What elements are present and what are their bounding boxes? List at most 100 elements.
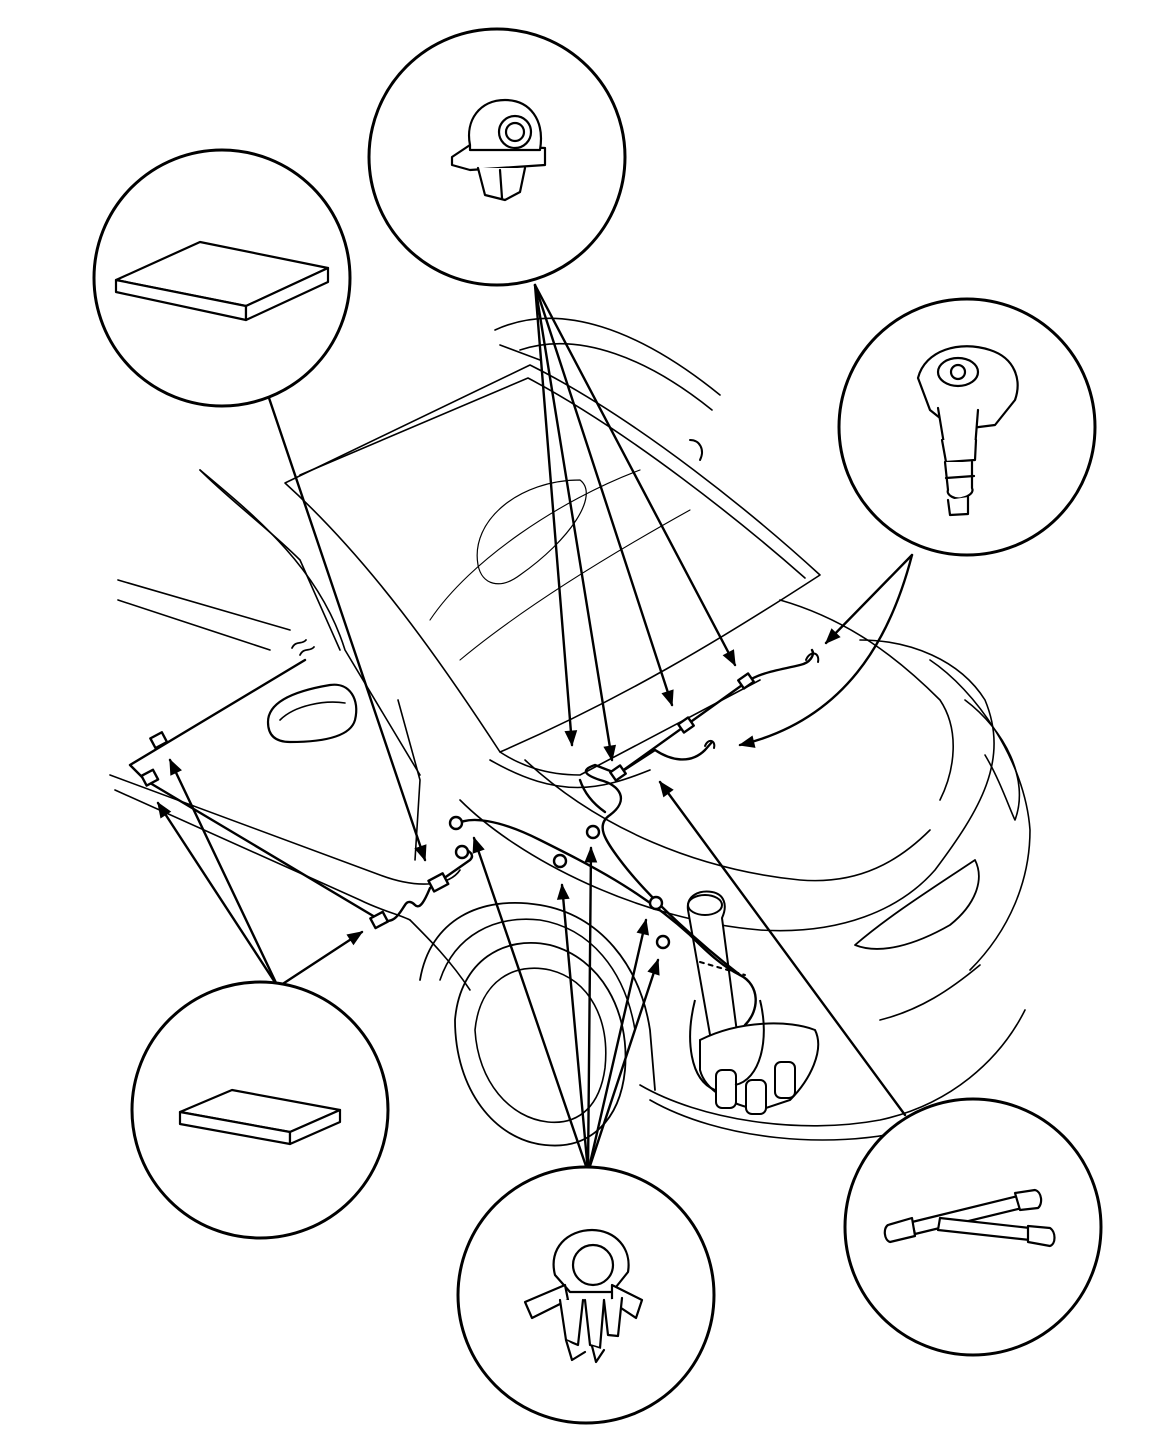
front-bumper	[639, 1009, 1026, 1127]
hose-clamp-2	[454, 844, 470, 860]
nozzle-collar	[940, 438, 978, 464]
joint-end-right	[1026, 1224, 1056, 1248]
clamp-hole	[571, 1243, 615, 1287]
bumper-lower	[649, 1099, 911, 1141]
leader-foam-lower-1	[168, 758, 280, 989]
hood-crease	[524, 759, 931, 882]
leader-clip-1	[533, 283, 578, 747]
hose-clamp-4	[585, 824, 601, 840]
callout-hose-joint	[843, 1097, 1103, 1357]
a-pillar-line	[199, 469, 421, 776]
side-body-line-upper	[117, 579, 291, 651]
nozzle-end-left	[704, 740, 716, 749]
door-window-line	[199, 469, 341, 651]
rocker-line	[114, 789, 411, 921]
hood-outline	[459, 639, 995, 932]
leader-clip-3	[533, 283, 674, 707]
callout-foam-pad-upper	[92, 148, 352, 408]
leader-nozzle-1	[824, 553, 914, 645]
clip-hole-inner	[504, 121, 526, 143]
nozzle-barb	[943, 460, 974, 500]
hose-joint-b	[140, 768, 160, 787]
clamp-wing-right	[610, 1283, 644, 1320]
hose-side-segment	[128, 658, 474, 923]
joint-end-left	[883, 1216, 917, 1244]
callout-circle	[456, 1165, 716, 1425]
bumper-front-line	[879, 964, 981, 1021]
fender-line	[409, 919, 471, 991]
foam-pad-side	[244, 266, 330, 322]
hose-clamp-1	[448, 815, 464, 831]
nozzle-jet	[949, 363, 967, 381]
leader-nozzle-2	[738, 553, 914, 748]
wheel-arch	[419, 901, 656, 1091]
side-mirror-edge	[279, 701, 346, 721]
leader-clamp-2	[556, 883, 590, 1174]
washer-reservoir	[686, 890, 820, 1115]
foam-pad-side	[288, 1108, 342, 1146]
hose-clamp-icon	[523, 1228, 644, 1364]
callout-hose-clamp-lower	[456, 1165, 716, 1425]
hood-inner-panel	[779, 599, 954, 801]
callout-leader-lines	[156, 283, 914, 1174]
clip-prong-split	[498, 168, 504, 200]
reservoir-hose-loop	[689, 999, 765, 1091]
leader-clamp-1	[472, 836, 590, 1174]
washer-nozzle-icon	[916, 345, 1019, 517]
hose-joint-c	[369, 910, 390, 930]
hose-clamp-3	[552, 853, 568, 869]
hose-clamp-6	[655, 934, 671, 950]
hose-clip-icon	[450, 98, 547, 202]
hose-clamp-5	[648, 895, 664, 911]
hose-joint-a	[149, 731, 169, 750]
hose-joint-icon	[883, 1188, 1056, 1248]
callout-washer-nozzle	[837, 297, 1097, 557]
hose-left-nozzle-loop	[578, 778, 607, 814]
hose-joint-d	[427, 872, 450, 893]
side-mirror	[266, 683, 358, 744]
leader-clamp-4	[586, 918, 650, 1174]
hose-end-wave	[291, 639, 315, 656]
hose-front-segment	[453, 818, 757, 1027]
leader-clamp-5	[586, 958, 660, 1174]
windshield-reflection-2	[429, 469, 691, 661]
leader-clamp-3	[584, 846, 598, 1174]
clamp-prong-2	[583, 1298, 606, 1350]
hose-joint-e	[609, 764, 627, 782]
leader-clip-2	[533, 283, 617, 762]
reservoir-pump-1	[715, 1069, 737, 1109]
hose-joint-g	[737, 672, 755, 690]
foam-pad-icon	[114, 240, 330, 322]
windshield-inner-line	[299, 377, 806, 579]
roof-line	[494, 317, 721, 396]
nozzle-end-right	[805, 652, 820, 663]
leader-foam-lower-3	[276, 930, 364, 989]
cowl-edge	[489, 759, 651, 789]
leader-foam-upper	[266, 393, 427, 862]
hose-right-nozzle	[616, 648, 814, 776]
callout-hose-clip-upper	[367, 27, 627, 287]
reservoir-filler-neck	[686, 890, 740, 1048]
belt-line	[109, 774, 461, 885]
leader-foam-lower-2	[156, 801, 280, 989]
reservoir-pump-2	[745, 1079, 767, 1115]
reservoir-filler-cap	[687, 894, 723, 916]
leader-joint	[658, 780, 907, 1117]
car-body-outline	[109, 317, 1031, 1147]
clamp-prong-3	[602, 1296, 624, 1338]
hood-rear-edge	[499, 679, 761, 776]
clamp-prong-1	[558, 1298, 585, 1347]
callout-foam-pad-lower	[130, 980, 390, 1240]
windshield-frame	[284, 364, 821, 753]
headlight	[854, 859, 980, 950]
joint-end-top	[1013, 1188, 1043, 1212]
washer-hose-routing	[128, 639, 820, 1027]
wiper-pivot	[689, 439, 703, 461]
foam-pad-icon	[178, 1088, 342, 1146]
nozzle-barb-ring	[944, 474, 976, 517]
right-fender	[929, 659, 1031, 971]
clamp-tip	[564, 1338, 606, 1364]
hose-joint-f	[677, 716, 695, 734]
reservoir-pump-3	[774, 1061, 796, 1099]
